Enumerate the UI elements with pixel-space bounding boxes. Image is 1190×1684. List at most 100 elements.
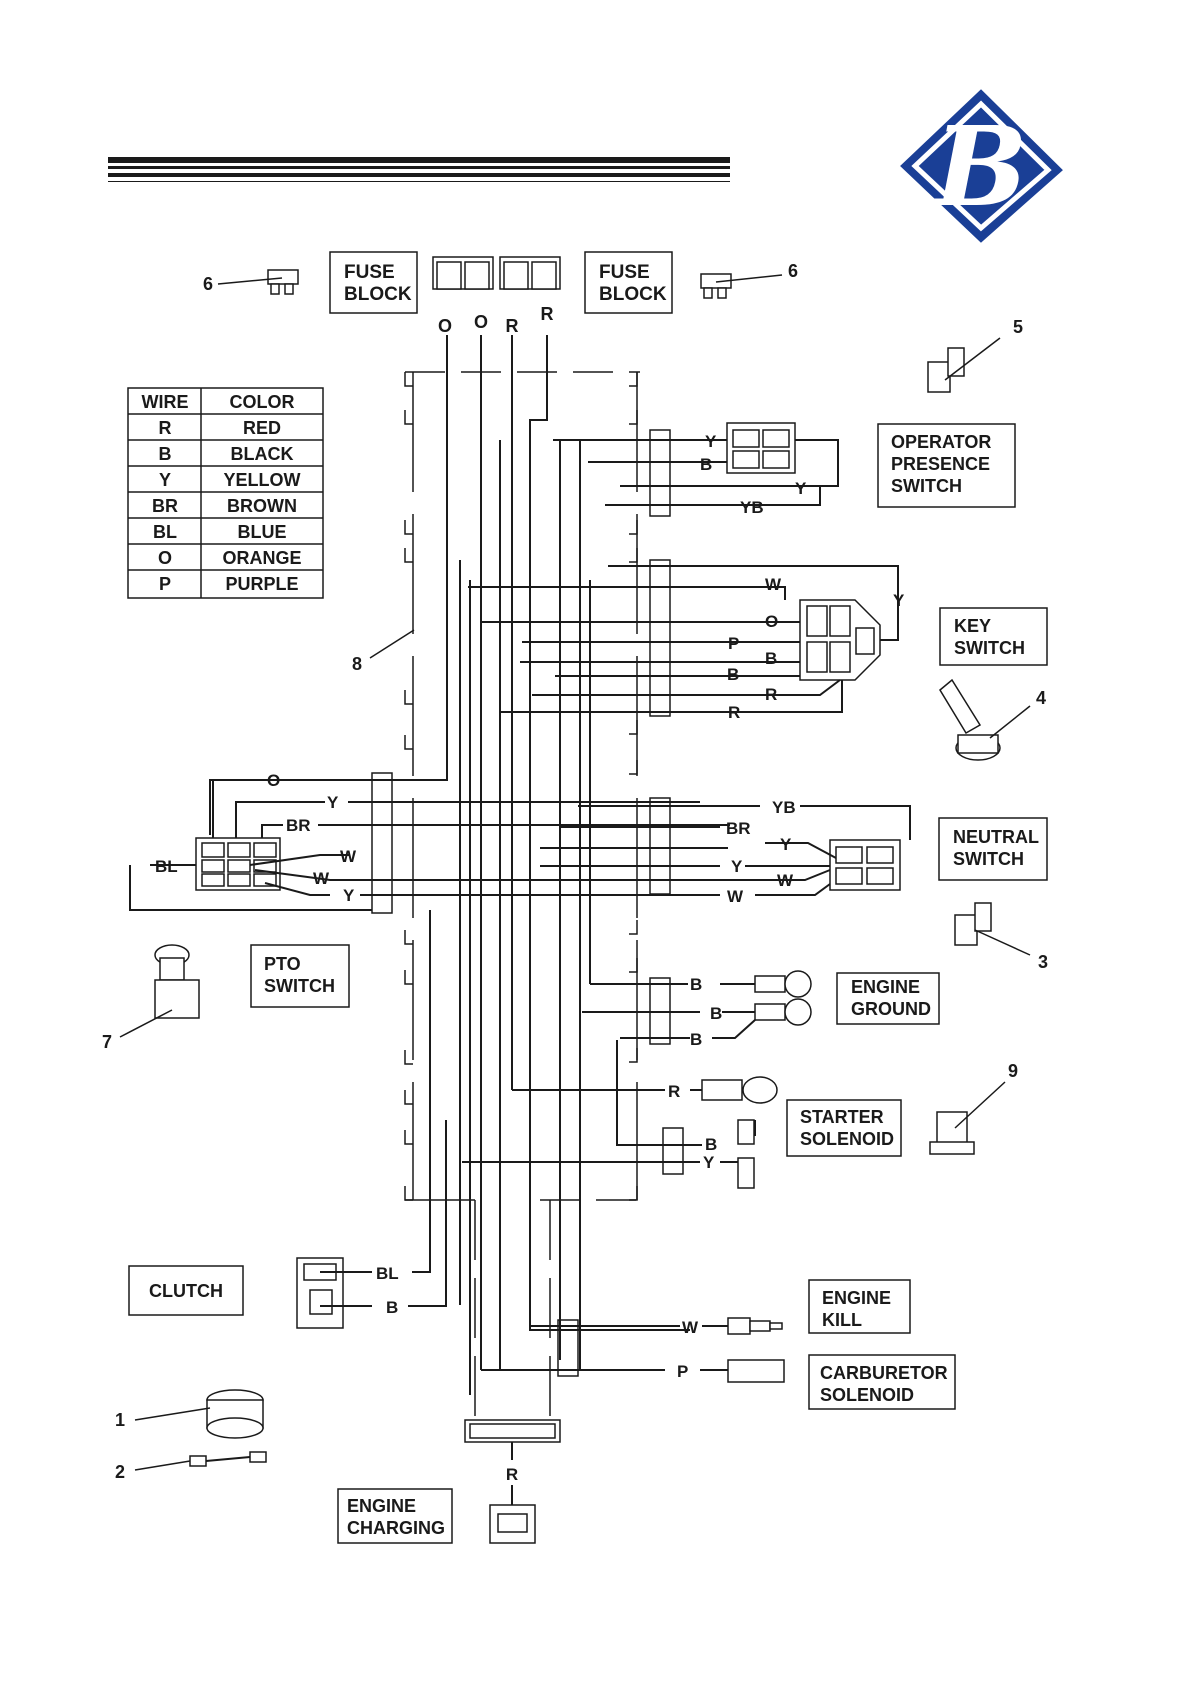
label-legend-rows-1-code: B — [159, 444, 172, 464]
harness-icon-2 — [134, 1451, 267, 1471]
carb-solenoid-box: CARBURETOR SOLENOID — [808, 1354, 956, 1410]
label-wire_labels-ops_b: B — [700, 455, 712, 474]
starter-solenoid-box: STARTER SOLENOID — [786, 1099, 902, 1157]
fuse-block-right: FUSE BLOCK — [584, 251, 673, 314]
callout-7: 7 — [102, 1032, 112, 1052]
label-components-pto_switch-0: PTO — [264, 954, 301, 974]
label-components-neutral_switch-0: NEUTRAL — [953, 827, 1039, 847]
clutch-box: CLUTCH — [128, 1265, 244, 1316]
wire-color-legend: WIRE COLOR R RED B BLACK Y YELLOW BR BRO… — [127, 387, 324, 599]
label-wire_labels-pto_o: O — [267, 771, 280, 790]
label-components-engine_charging-1: CHARGING — [347, 1518, 445, 1538]
harness-connectors — [371, 429, 684, 1377]
fuse-icon-left — [217, 269, 299, 295]
brand-logo: B — [900, 89, 1063, 243]
label-wire_labels-clu_b: B — [386, 1298, 398, 1317]
label-wire_labels-neu_w1: W — [777, 871, 794, 890]
clutch-connector — [296, 910, 447, 1329]
label-wire_labels-kill_w: W — [682, 1318, 699, 1337]
label-components-starter_solenoid-1: SOLENOID — [800, 1129, 894, 1149]
label-wire_labels-gnd_b1: B — [690, 975, 702, 994]
label-components-pto_switch-1: SWITCH — [264, 976, 335, 996]
label-components-key_switch-0: KEY — [954, 616, 991, 636]
callout-6-right: 6 — [788, 261, 798, 281]
neutral-connector — [540, 805, 911, 896]
callout-1: 1 — [115, 1410, 125, 1430]
label-components-engine_ground-0: ENGINE — [851, 977, 920, 997]
pto-switch-box: PTO SWITCH — [250, 944, 350, 1008]
label-wire_labels-key_b1: B — [765, 649, 777, 668]
label-components-engine_charging-0: ENGINE — [347, 1496, 416, 1516]
key-switch-box: KEY SWITCH — [939, 607, 1048, 666]
label-wire_labels-key_b2: B — [727, 665, 739, 684]
label-wire_labels-neu_w2: W — [727, 887, 744, 906]
label-wire_labels-pto_bl: BL — [155, 857, 178, 876]
engine-kill-box: ENGINE KILL — [808, 1279, 911, 1334]
label-legend-rows-0-code: R — [159, 418, 172, 438]
solenoid-icon-9 — [929, 1081, 1006, 1155]
label-legend-rows-2-color: YELLOW — [224, 470, 301, 490]
label-wire_labels-pto_w1: W — [340, 847, 357, 866]
label-fuse_block_right-0: FUSE — [599, 262, 650, 283]
fuse-block-left: FUSE BLOCK — [329, 251, 418, 314]
logo-letter: B — [932, 102, 1028, 231]
pto-connector — [129, 779, 770, 911]
label-legend-rows-6-color: PURPLE — [225, 574, 298, 594]
label-wire_labels-ops_y2: Y — [795, 479, 807, 498]
callout-9: 9 — [1008, 1061, 1018, 1081]
engine-charging-box: ENGINE CHARGING — [337, 1488, 453, 1544]
starter-solenoid-wiring — [462, 1040, 778, 1189]
label-legend-rows-0-color: RED — [243, 418, 281, 438]
label-legend-rows-5-code: O — [158, 548, 172, 568]
engine-charging-wiring — [489, 1442, 536, 1544]
switch-icon-5 — [927, 337, 1001, 393]
label-components-starter_solenoid-0: STARTER — [800, 1107, 884, 1127]
harness-sheath — [404, 371, 640, 1443]
label-components-engine_kill-0: ENGINE — [822, 1288, 891, 1308]
label-legend-rows-2-code: Y — [159, 470, 171, 490]
label-wire_labels-pto_y1: Y — [327, 793, 339, 812]
callout-5: 5 — [1013, 317, 1023, 337]
label-components-neutral_switch-1: SWITCH — [953, 849, 1024, 869]
label-wire_labels-key_w: W — [765, 575, 782, 594]
engine-ground-wiring — [582, 970, 812, 1039]
label-fuse_block_right-1: BLOCK — [599, 284, 667, 305]
label-legend-rows-5-color: ORANGE — [222, 548, 301, 568]
key-switch-icon-4 — [939, 678, 1031, 761]
label-legend-rows-3-color: BROWN — [227, 496, 297, 516]
fuse-wire-r1: R — [506, 316, 519, 336]
header-rule — [108, 157, 730, 182]
callout-8: 8 — [352, 654, 362, 674]
operator-presence-connector — [553, 422, 839, 506]
label-wire_labels-gnd_b3: B — [690, 1030, 702, 1049]
label-wire_labels-key_y: Y — [893, 591, 905, 610]
fuse-connectors — [432, 256, 561, 290]
label-fuse_block_left-1: BLOCK — [344, 284, 412, 305]
neutral-switch-box: NEUTRAL SWITCH — [938, 817, 1048, 881]
label-wire_labels-key_r1: R — [765, 685, 777, 704]
callout-8-leader — [369, 629, 415, 659]
label-wire_labels-gnd_b2: B — [710, 1004, 722, 1023]
label-components-operator_presence-0: OPERATOR — [891, 432, 991, 452]
callout-2: 2 — [115, 1462, 125, 1482]
label-components-operator_presence-2: SWITCH — [891, 476, 962, 496]
fuse-wire-o2: O — [474, 312, 488, 332]
label-wire_labels-sol_r: R — [668, 1082, 680, 1101]
label-wire_labels-ops_y1: Y — [705, 432, 717, 451]
callout-4: 4 — [1036, 688, 1046, 708]
label-wire_labels-pto_w2: W — [313, 869, 330, 888]
label-components-clutch-0: CLUTCH — [149, 1281, 223, 1301]
label-wire_labels-sol_y: Y — [703, 1153, 715, 1172]
label-legend-rows-1-color: BLACK — [231, 444, 294, 464]
label-components-engine_ground-1: GROUND — [851, 999, 931, 1019]
carb-solenoid-wiring — [481, 1359, 785, 1383]
legend-header-wire: WIRE — [142, 392, 189, 412]
label-wire_labels-pto_br: BR — [286, 816, 311, 835]
label-components-engine_kill-1: KILL — [822, 1310, 862, 1330]
label-components-key_switch-1: SWITCH — [954, 638, 1025, 658]
label-legend-rows-3-code: BR — [152, 496, 178, 516]
engine-ground-box: ENGINE GROUND — [836, 972, 940, 1025]
engine-kill-wiring — [530, 1317, 783, 1335]
trunk-wires — [209, 335, 690, 1395]
